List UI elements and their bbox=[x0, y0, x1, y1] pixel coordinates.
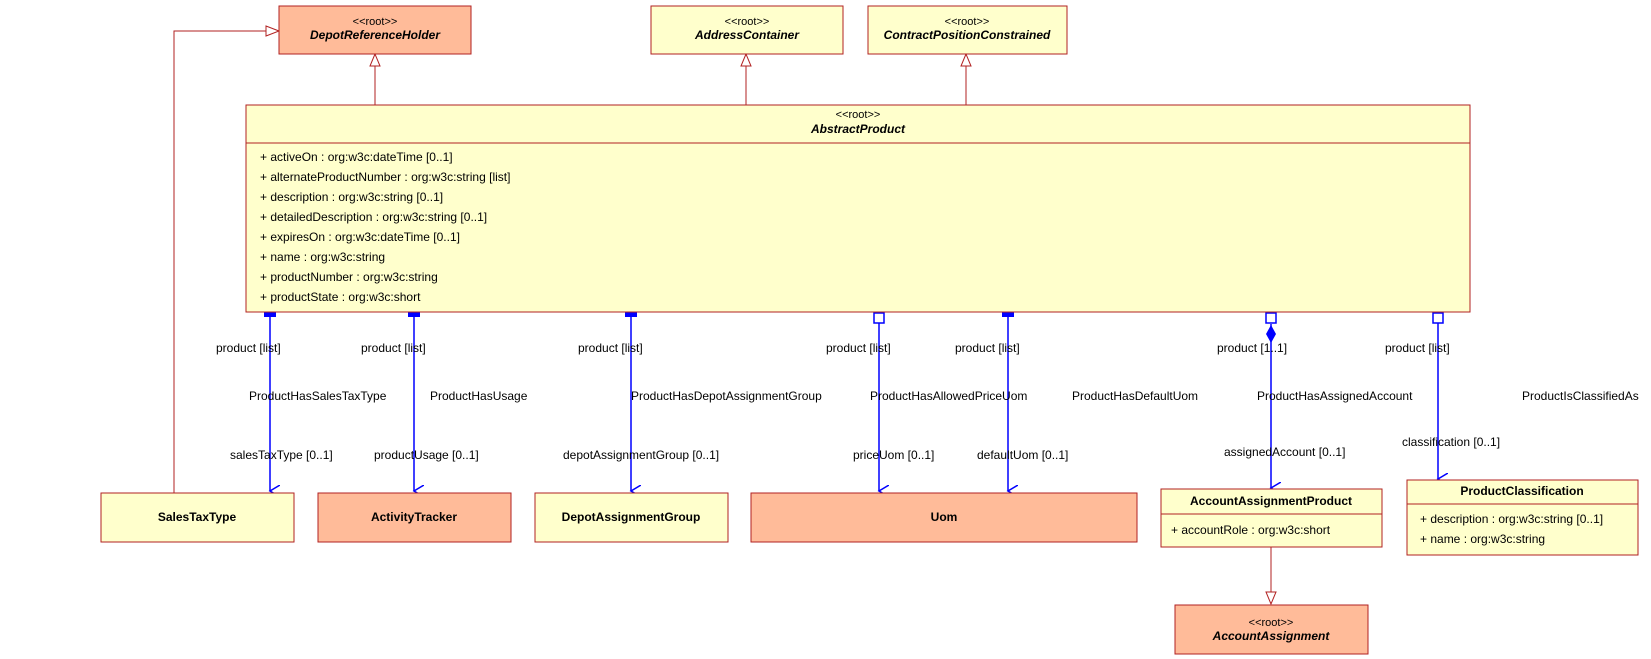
generalization-lines bbox=[173, 25, 1277, 606]
class-attributes: + activeOn : org:w3c:dateTime [0..1] + a… bbox=[260, 150, 510, 304]
class-attribute: + description : org:w3c:string [0..1] bbox=[260, 190, 443, 204]
class-attribute: + name : org:w3c:string bbox=[1420, 532, 1545, 546]
association-classified-as-labels: product [list] ProductIsClassifiedAs cla… bbox=[1385, 341, 1639, 449]
class-attribute: + detailedDescription : org:w3c:string [… bbox=[260, 210, 487, 224]
association-name: ProductHasAllowedPriceUom bbox=[870, 389, 1027, 403]
class-attribute: + productState : org:w3c:short bbox=[260, 290, 421, 304]
association-name: ProductHasUsage bbox=[430, 389, 528, 403]
association-target-role: assignedAccount [0..1] bbox=[1224, 445, 1345, 459]
class-attribute: + activeOn : org:w3c:dateTime [0..1] bbox=[260, 150, 453, 164]
hollow-aggregation-marker bbox=[1432, 312, 1444, 324]
class-name: Uom bbox=[931, 510, 958, 524]
class-account-assignment[interactable]: <<root>> AccountAssignment bbox=[1174, 604, 1369, 655]
aggregation-marker bbox=[625, 312, 637, 317]
class-address-container[interactable]: <<root>> AddressContainer bbox=[650, 5, 844, 55]
class-attribute: + description : org:w3c:string [0..1] bbox=[1420, 512, 1603, 526]
composition-diamond bbox=[1266, 325, 1276, 343]
association-depot-assignment-group-labels: product [list] ProductHasDepotAssignment… bbox=[563, 341, 822, 462]
class-name: DepotReferenceHolder bbox=[310, 28, 441, 42]
class-activity-tracker[interactable]: ActivityTracker bbox=[317, 492, 512, 543]
hollow-aggregation-marker bbox=[873, 312, 885, 324]
association-name: ProductHasAssignedAccount bbox=[1257, 389, 1413, 403]
class-depot-reference-holder[interactable]: <<root>> DepotReferenceHolder bbox=[278, 5, 472, 55]
association-sales-tax-type-labels: product [list] ProductHasSalesTaxType sa… bbox=[216, 341, 387, 462]
association-allowed-price-uom-labels: product [list] ProductHasAllowedPriceUom… bbox=[826, 341, 1027, 462]
class-name: SalesTaxType bbox=[158, 510, 237, 524]
class-name: AddressContainer bbox=[694, 28, 800, 42]
association-name: ProductHasDefaultUom bbox=[1072, 389, 1198, 403]
class-name: DepotAssignmentGroup bbox=[562, 510, 701, 524]
association-source-role: product [list] bbox=[578, 341, 643, 355]
class-name: ContractPositionConstrained bbox=[884, 28, 1051, 42]
class-account-assignment-product[interactable]: AccountAssignmentProduct + accountRole :… bbox=[1160, 488, 1383, 548]
class-stereotype: <<root>> bbox=[836, 109, 881, 121]
class-attribute: + productNumber : org:w3c:string bbox=[260, 270, 438, 284]
class-name: AccountAssignmentProduct bbox=[1190, 494, 1352, 508]
class-stereotype: <<root>> bbox=[353, 16, 398, 28]
association-target-role: priceUom [0..1] bbox=[853, 448, 934, 462]
association-name: ProductHasSalesTaxType bbox=[249, 389, 387, 403]
class-name: ActivityTracker bbox=[371, 510, 457, 524]
association-source-role: product [list] bbox=[361, 341, 426, 355]
class-name: AbstractProduct bbox=[810, 122, 906, 136]
association-source-role: product [list] bbox=[955, 341, 1020, 355]
aggregation-marker bbox=[1002, 312, 1014, 317]
class-product-classification[interactable]: ProductClassification + description : or… bbox=[1406, 479, 1639, 556]
hollow-aggregation-marker bbox=[1265, 312, 1277, 324]
association-end-markers bbox=[264, 312, 1444, 343]
association-target-role: defaultUom [0..1] bbox=[977, 448, 1068, 462]
class-name: ProductClassification bbox=[1460, 484, 1583, 498]
association-lines bbox=[270, 316, 1438, 491]
class-name: AccountAssignment bbox=[1212, 629, 1331, 643]
class-attribute: + accountRole : org:w3c:short bbox=[1171, 523, 1331, 537]
association-source-role: product [list] bbox=[216, 341, 281, 355]
association-name: ProductIsClassifiedAs bbox=[1522, 389, 1639, 403]
association-source-role: product [list] bbox=[1385, 341, 1450, 355]
association-target-role: classification [0..1] bbox=[1402, 435, 1500, 449]
association-assigned-account-labels: product [1..1] ProductHasAssignedAccount… bbox=[1217, 341, 1413, 459]
class-uom[interactable]: Uom bbox=[750, 492, 1138, 543]
association-name: ProductHasDepotAssignmentGroup bbox=[631, 389, 822, 403]
association-target-role: productUsage [0..1] bbox=[374, 448, 479, 462]
class-stereotype: <<root>> bbox=[725, 16, 770, 28]
class-depot-assignment-group[interactable]: DepotAssignmentGroup bbox=[534, 492, 729, 543]
class-sales-tax-type[interactable]: SalesTaxType bbox=[100, 492, 295, 543]
class-stereotype: <<root>> bbox=[945, 16, 990, 28]
aggregation-marker bbox=[264, 312, 276, 317]
class-stereotype: <<root>> bbox=[1249, 617, 1294, 629]
aggregation-marker bbox=[408, 312, 420, 317]
class-abstract-product[interactable]: <<root>> AbstractProduct + activeOn : or… bbox=[245, 104, 1471, 313]
association-default-uom-labels: product [list] ProductHasDefaultUom defa… bbox=[955, 341, 1198, 462]
association-source-role: product [list] bbox=[826, 341, 891, 355]
association-usage-labels: product [list] ProductHasUsage productUs… bbox=[361, 341, 528, 462]
class-attribute: + expiresOn : org:w3c:dateTime [0..1] bbox=[260, 230, 460, 244]
association-target-role: salesTaxType [0..1] bbox=[230, 448, 333, 462]
association-target-role: depotAssignmentGroup [0..1] bbox=[563, 448, 719, 462]
class-attribute: + name : org:w3c:string bbox=[260, 250, 385, 264]
class-attribute: + alternateProductNumber : org:w3c:strin… bbox=[260, 170, 510, 184]
class-contract-position-constrained[interactable]: <<root>> ContractPositionConstrained bbox=[867, 5, 1068, 55]
association-source-role: product [1..1] bbox=[1217, 341, 1287, 355]
